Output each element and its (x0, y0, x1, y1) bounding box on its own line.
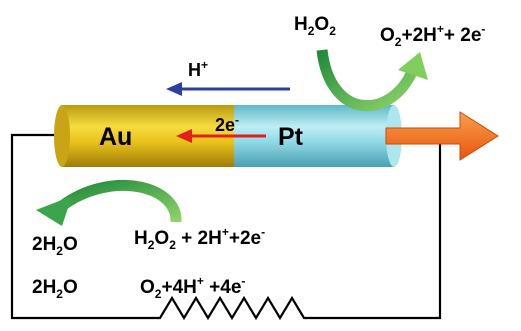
gold-segment (54, 105, 234, 167)
top-reactant: H2O2 (294, 14, 336, 38)
proton-label: H+ (188, 58, 208, 80)
left-reactant-1: H2O2 + 2H++2e- (134, 225, 265, 252)
proton-arrow (166, 82, 290, 96)
electron-arrow (176, 129, 266, 143)
left-product-2: 2H2O (32, 277, 78, 301)
electron-label: 2e- (215, 113, 239, 135)
circuit-wire (10, 133, 442, 321)
curved-arrow-bottom (36, 179, 182, 226)
curved-arrow-top (316, 49, 428, 112)
left-reactant-2: O2+4H+ +4e- (140, 274, 245, 301)
left-product-1: 2H2O (32, 234, 78, 258)
platinum-label: Pt (278, 123, 304, 151)
top-product: O2+2H++ 2e- (380, 22, 485, 49)
motion-arrow (385, 111, 499, 161)
gold-label: Au (99, 123, 132, 151)
